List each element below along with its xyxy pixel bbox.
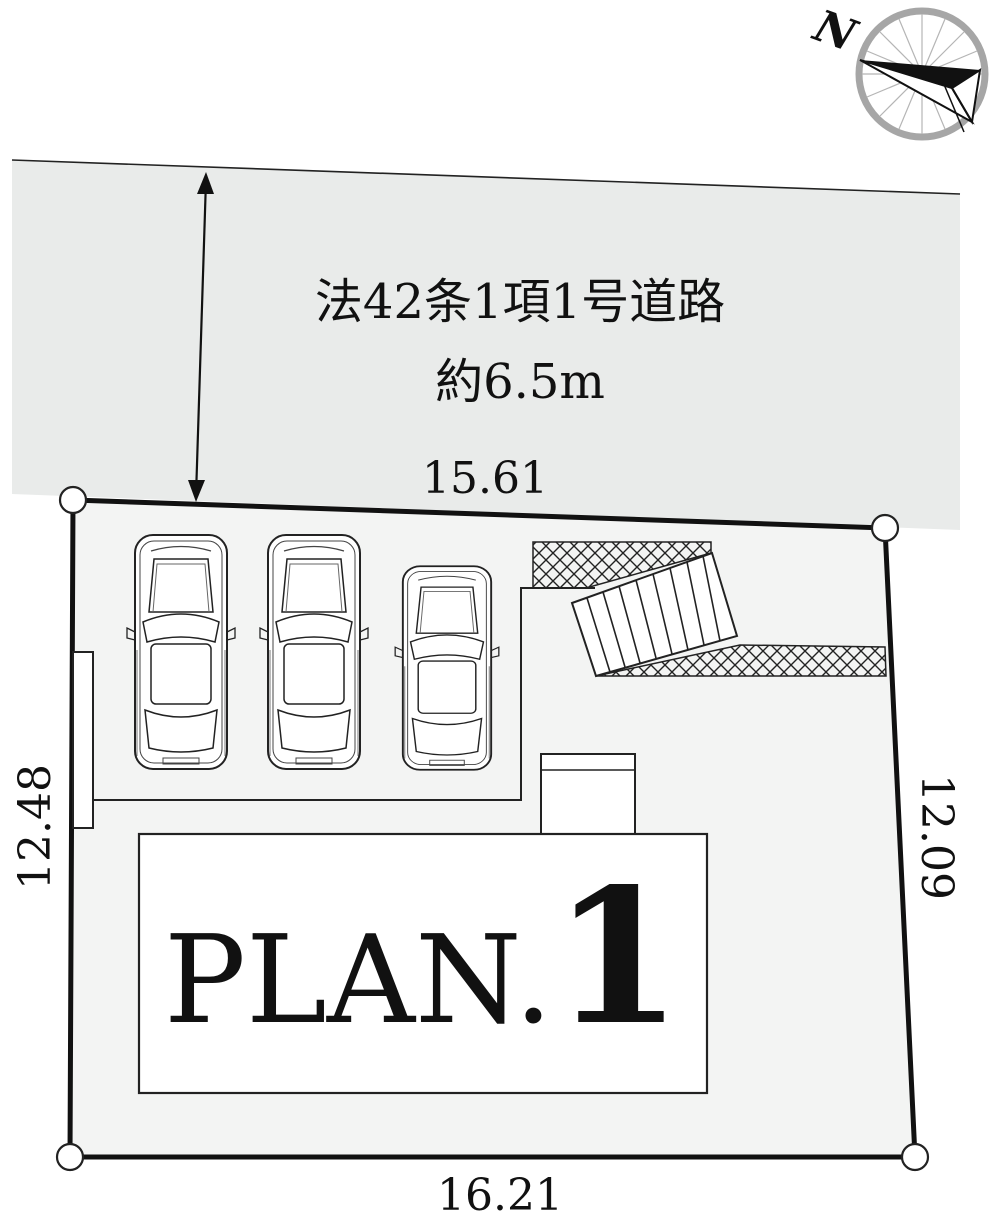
dimension-left: 12.48 bbox=[10, 764, 61, 890]
lattice-fence-upper bbox=[532, 541, 712, 589]
road-width-arrow bbox=[188, 172, 214, 502]
plan-number: 1 bbox=[553, 847, 682, 1066]
corner-marker bbox=[55, 1142, 85, 1172]
lattice-fence-lower bbox=[595, 644, 887, 677]
gate-post bbox=[72, 651, 94, 829]
road-width-label: 約6.5m bbox=[435, 354, 605, 410]
corner-marker bbox=[58, 485, 88, 515]
plan-word: PLAN. bbox=[164, 909, 553, 1051]
car-top-view-icon bbox=[126, 534, 236, 770]
dimension-rear: 16.21 bbox=[437, 1170, 563, 1221]
corner-marker bbox=[870, 513, 900, 543]
road bbox=[12, 160, 960, 530]
north-label: N bbox=[805, 0, 864, 63]
road-edge bbox=[11, 159, 961, 195]
building-footprint bbox=[137, 832, 709, 1095]
car-top-view-icon bbox=[394, 565, 500, 771]
entrance-stairs bbox=[570, 551, 739, 678]
corner-marker bbox=[900, 1142, 930, 1172]
dimension-right: 12.09 bbox=[911, 774, 962, 900]
dimension-front: 15.61 bbox=[422, 453, 548, 504]
plan-label: PLAN.1 bbox=[164, 847, 682, 1066]
car-top-view-icon bbox=[259, 534, 369, 770]
porch bbox=[540, 753, 636, 837]
north-arrow-compass-icon bbox=[855, 7, 989, 141]
road-name: 法42条1項1号道路 bbox=[315, 274, 725, 330]
